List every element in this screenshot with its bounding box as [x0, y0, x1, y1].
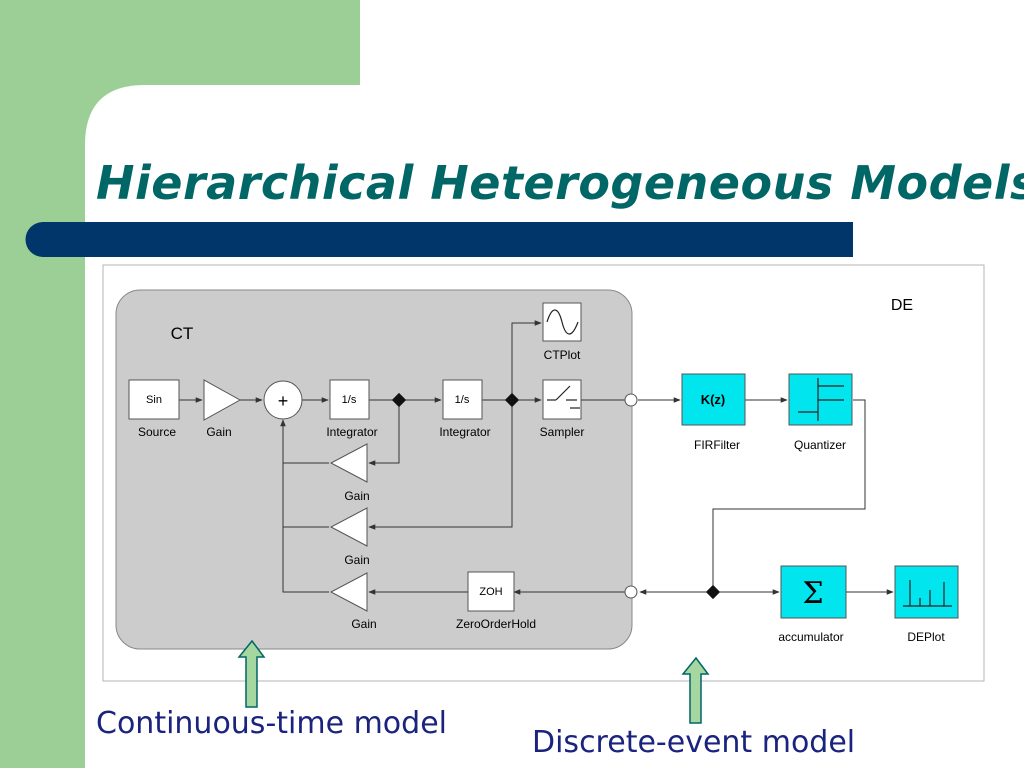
feedback-gain3-actor[interactable]: [329, 572, 368, 612]
ct-input-port[interactable]: [624, 585, 638, 599]
stem-plot-icon: [903, 580, 952, 607]
source-icon-text: Sin: [146, 394, 162, 406]
source-label: Source: [138, 425, 176, 439]
gain-forward-label: Gain: [206, 425, 231, 439]
ct-model-region[interactable]: [115, 289, 633, 650]
firfilter-icon-text: K(z): [701, 392, 726, 407]
feedback-gain1-actor[interactable]: [329, 443, 368, 483]
zoh-icon-text: ZOH: [479, 586, 502, 598]
de-label: DE: [891, 297, 913, 314]
relation-diamonds: [391, 392, 721, 600]
quantizer-actor[interactable]: [788, 373, 853, 426]
sampler-label: Sampler: [540, 425, 585, 439]
discrete-caption: Discrete-event model: [532, 725, 856, 760]
accumulator-label: accumulator: [778, 630, 843, 644]
slide-title: Hierarchical Heterogeneous Models: [96, 156, 1024, 210]
ct-label: CT: [171, 324, 194, 343]
deplot-actor[interactable]: [894, 565, 959, 619]
adder-plus-icon: +: [278, 391, 289, 411]
ct-output-port[interactable]: [624, 393, 638, 407]
source-actor[interactable]: Sin: [128, 379, 180, 420]
integrator2-actor[interactable]: 1/s: [442, 379, 483, 420]
continuous-arrow: [237, 639, 266, 708]
integrator2-icon-text: 1/s: [455, 394, 470, 406]
feedback-gain3-label: Gain: [351, 617, 376, 631]
discrete-arrow: [681, 656, 710, 724]
adder-actor[interactable]: +: [263, 380, 303, 420]
integrator1-actor[interactable]: 1/s: [329, 379, 370, 420]
firfilter-actor[interactable]: K(z): [681, 373, 746, 426]
sigma-icon: Σ: [802, 576, 823, 611]
feedback-gain2-actor[interactable]: [329, 507, 368, 547]
feedback-gain1-label: Gain: [344, 489, 369, 503]
connection-wires: [179, 320, 894, 595]
quantizer-label: Quantizer: [794, 438, 846, 452]
title-underline-bar: [25, 222, 853, 257]
ctplot-actor[interactable]: [542, 302, 582, 342]
continuous-caption: Continuous-time model: [96, 706, 447, 741]
sampler-actor[interactable]: [542, 379, 582, 420]
integrator1-icon-text: 1/s: [342, 394, 357, 406]
zoh-label: ZeroOrderHold: [456, 617, 536, 631]
firfilter-label: FIRFilter: [694, 438, 740, 452]
ctplot-label: CTPlot: [544, 348, 581, 362]
switch-icon: [547, 385, 580, 409]
deplot-label: DEPlot: [907, 630, 945, 644]
sine-wave-icon: [546, 309, 579, 335]
integrator1-label: Integrator: [326, 425, 377, 439]
accumulator-actor[interactable]: Σ: [780, 565, 847, 619]
feedback-gain2-label: Gain: [344, 553, 369, 567]
integrator2-label: Integrator: [439, 425, 490, 439]
quantizer-staircase-icon: [798, 378, 844, 421]
zoh-actor[interactable]: ZOH: [467, 571, 515, 612]
gain-forward-actor[interactable]: [203, 379, 242, 421]
